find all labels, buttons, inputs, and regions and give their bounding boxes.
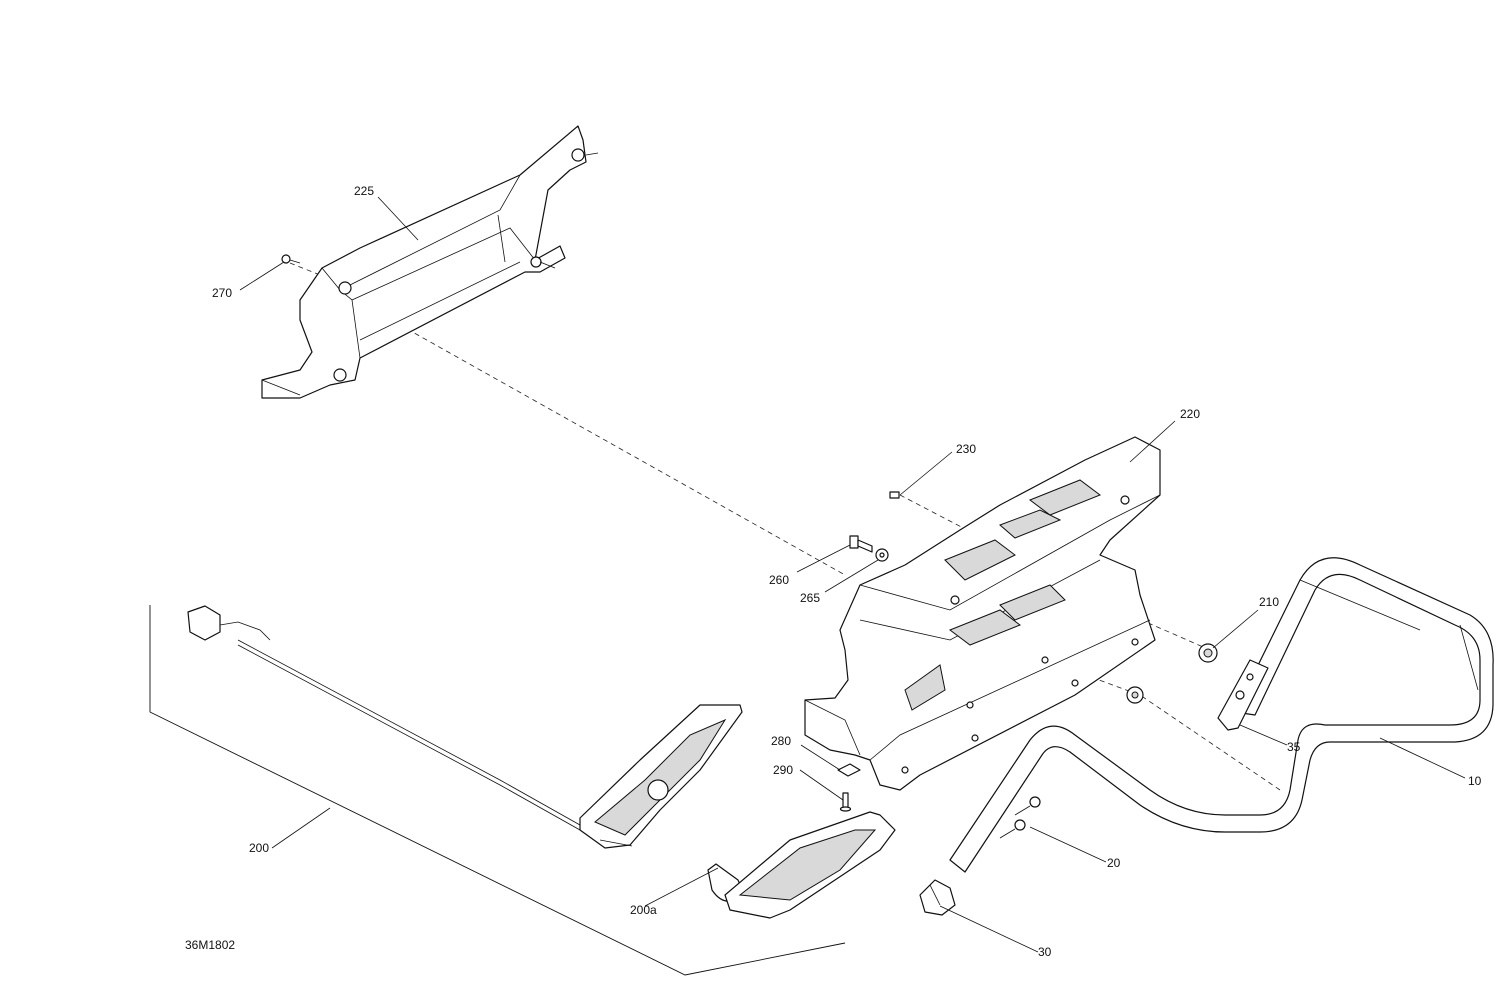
callout-35: 35 (1287, 740, 1301, 754)
bolt-260 (849, 535, 873, 553)
callout-30: 30 (1038, 945, 1052, 959)
callout-220: 220 (1180, 407, 1200, 421)
callout-230: 230 (956, 442, 976, 456)
callout-210: 210 (1259, 595, 1279, 609)
handlebar-10 (949, 557, 1494, 873)
callout-225: 225 (354, 184, 374, 198)
lens (724, 811, 896, 919)
callout-10: 10 (1468, 774, 1482, 788)
assembly-lines (289, 262, 1281, 791)
grip-35 (1217, 659, 1269, 731)
bracket-225 (261, 125, 599, 399)
callout-270: 270 (212, 286, 232, 300)
callout-290: 290 (773, 763, 793, 777)
callout-200: 200 (249, 841, 269, 855)
clip-230 (889, 491, 900, 499)
callout-280: 280 (771, 734, 791, 748)
callout-260: 260 (769, 573, 789, 587)
leader-lines (239, 196, 1466, 953)
screw-270 (281, 254, 301, 264)
drawing-number: 36M1802 (185, 938, 235, 952)
callout-labels: 225 270 220 230 260 265 210 35 10 280 29… (185, 184, 1482, 959)
nut-280 (837, 763, 861, 777)
screws-20 (999, 796, 1041, 839)
endcap-30 (919, 879, 956, 916)
light-assembly-200 (187, 605, 743, 849)
washer-265 (875, 548, 889, 562)
callout-20: 20 (1107, 856, 1121, 870)
screw-290 (839, 792, 852, 812)
grommet-210 (1126, 643, 1218, 704)
callout-200a: 200a (630, 903, 657, 917)
housing-220 (804, 436, 1161, 791)
callout-265: 265 (800, 591, 820, 605)
bracket-frame-200 (149, 605, 846, 976)
